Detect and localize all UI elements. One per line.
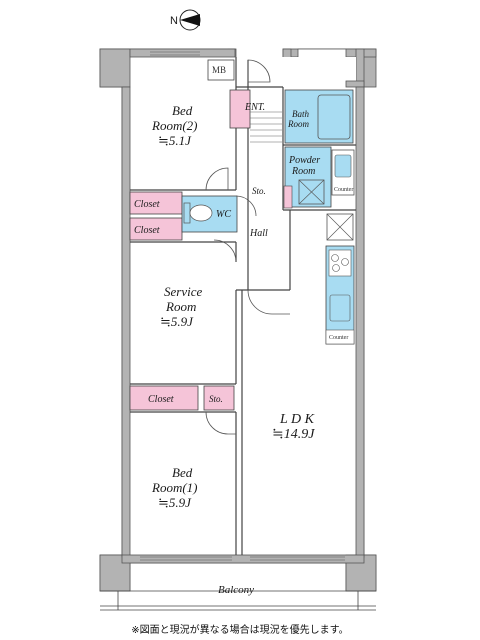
vanity-sink-icon [334,154,352,178]
storage-bed1-label: Sto. [209,394,223,404]
entrance-label: ENT. [244,102,265,113]
bath-label-1: Bath [292,109,309,119]
balcony-windows [140,556,345,561]
hall-door-swing [247,289,290,315]
powder-label-2: Room [291,166,315,177]
bedroom1-door-swing [205,411,236,435]
compass-north-label: N [170,15,178,27]
fridge-space-icon [326,213,354,241]
hall-storage-label: Sto. [252,186,266,196]
service-room-name-1: Service [164,284,202,299]
toilet-icon [183,202,213,224]
pillars [99,48,377,592]
bedroom2-name-2: Room(2) [151,118,198,133]
bedroom2-door-swing [205,167,229,191]
compass-north-icon: N [170,9,201,31]
kitchen-counter-label: Counter [329,335,348,341]
vanity-counter-label: Counter [334,187,353,193]
mb-box [207,59,235,81]
bath-label-2: Room [287,119,309,129]
disclaimer-note: ※図面と現況が異なる場合は現況を優先します。 [131,625,349,636]
washer-pan-icon [298,179,325,205]
kitchen-counter-label-box [325,329,355,345]
bathtub [317,94,351,140]
bedroom1-name-1: Bed [172,465,193,480]
bedroom1-size: ≒5.9J [158,495,192,510]
kitchen-sink-icon [329,294,351,322]
service-room-door-swing [213,239,237,263]
service-room-name-2: Room [165,299,196,314]
powder-label-1: Powder [288,155,320,166]
closet-bed1 [129,385,199,411]
closet-lower-label: Closet [134,225,160,236]
entrance-steps [250,111,282,143]
bedroom2-name-1: Bed [172,103,193,118]
entrance-floor [229,89,251,129]
stove-icon [328,249,352,277]
balcony-label: Balcony [218,584,254,596]
balcony [100,590,376,611]
wc-door-swing [235,195,257,217]
closet-bed1-label: Closet [148,394,174,405]
bedroom2-size: ≒5.1J [158,133,192,148]
ldk-name: L D K [279,412,315,427]
ldk-size: ≒14.9J [272,427,315,442]
hall-label: Hall [249,228,268,239]
bedroom2-window [150,51,200,56]
bedroom1-name-2: Room(1) [151,480,198,495]
mb-label: MB [212,65,226,75]
service-room-size: ≒5.9J [160,314,194,329]
entrance-door-swing [247,59,271,83]
closet-upper-label: Closet [134,199,160,210]
storage-bed1 [203,385,235,411]
wc-label: WC [216,209,231,220]
hall-storage [283,185,293,209]
